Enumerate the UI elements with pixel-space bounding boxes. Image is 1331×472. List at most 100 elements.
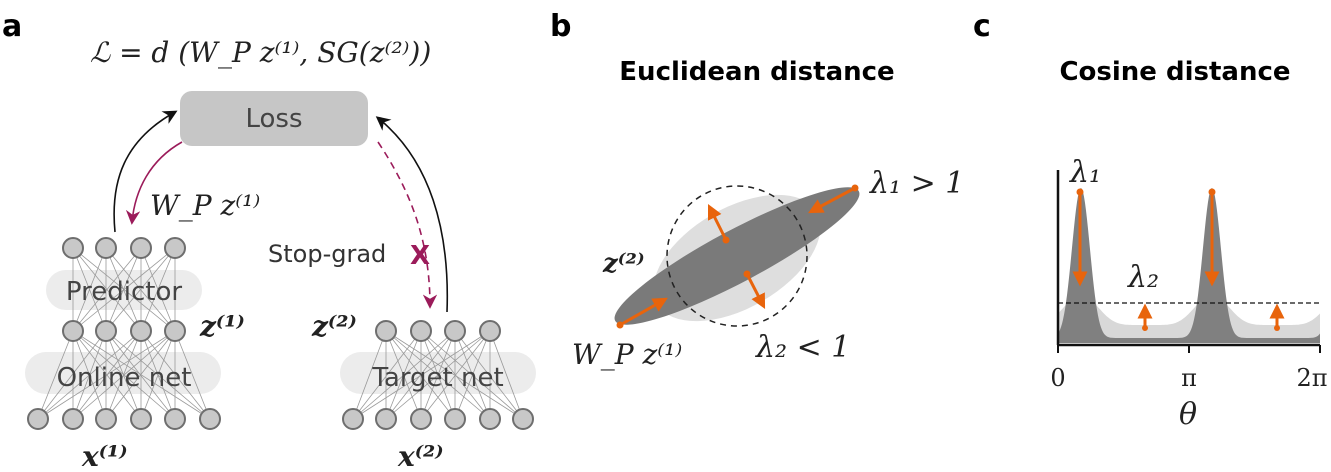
target-input-node [512,408,534,430]
online-embedding-node [62,320,84,342]
panel-b: b Euclidean distance λ₁ > 1 λ₂ < 1 z⁽²⁾ … [550,9,964,371]
network-connection [454,330,524,420]
target-embedding-node [479,320,501,342]
target-network: Target net [340,320,536,430]
trough1-point [1142,325,1148,331]
loss-box [180,91,368,146]
target-net-band [340,352,536,394]
network-connection [72,330,211,420]
x-axis-label: θ [1179,397,1197,432]
panel-c-letter: c [973,9,991,44]
lambda2-arrow-right [745,273,766,309]
lambda1-arrow-bottom [619,297,668,327]
online-input-node [95,408,117,430]
peak2-point [1208,188,1216,196]
lambda1-arrow-top [808,186,856,214]
network-connection [352,330,456,420]
x-tick-label-pi: π [1181,364,1197,392]
network-connection [385,330,456,420]
target-input-node [375,408,397,430]
x1-label: x⁽¹⁾ [81,440,128,472]
lambda1-label-c: λ₁ [1069,155,1101,190]
loss-box-label: Loss [245,104,302,134]
network-connection [105,247,176,332]
online-embedding-node [164,320,186,342]
target-input-node [342,408,364,430]
x2-label: x⁽²⁾ [397,440,444,472]
lambda2-point-left [722,236,730,244]
lambda2-point-right [743,270,751,278]
online-net-label: Online net [57,363,192,393]
network-connection [105,330,176,420]
network-connection [385,330,491,420]
dark-area [1058,188,1320,343]
stopped-gradient-arrow [377,141,438,309]
lambda1-point-top [851,184,859,192]
network-connection [140,330,176,420]
panel-c-title: Cosine distance [1059,57,1290,87]
peak1-point [1076,188,1084,196]
network-connection [37,330,142,420]
network-connection [37,330,74,420]
online-input-node [62,408,84,430]
network-connection [420,330,491,420]
z2-label: z⁽²⁾ [311,310,357,343]
target-embedding-node [375,320,397,342]
panel-c: c Cosine distance 0 π 2π θ λ₁ λ₂ [973,9,1328,432]
target-connections [352,330,524,420]
network-connection [72,330,176,420]
light-area [1058,295,1320,343]
trough2-point [1274,325,1280,331]
unit-circle [666,185,808,327]
network-connection [140,247,176,332]
lambda2-label: λ₂ < 1 [755,330,850,365]
network-connection [489,330,524,420]
online-network: Predictor Online net [25,237,221,430]
predictor-output-node [164,237,186,259]
z1-label: z⁽¹⁾ [199,310,245,343]
panel-b-title: Euclidean distance [619,57,894,87]
stop-grad-label: Stop-grad [268,240,386,268]
target-to-loss-arrow [375,116,449,313]
panel-a-letter: a [2,9,22,44]
stop-grad-mark: X [410,241,430,271]
panel-a: a ℒ = d (W_P z⁽¹⁾, SG(z⁽²⁾)) Loss W_P z⁽… [2,9,536,472]
online-nodes [27,237,221,430]
online-connections [37,247,211,420]
online-input-node [27,408,49,430]
x-tick-label-2pi: 2π [1296,364,1327,392]
target-embedding-node [410,320,432,342]
predictor-label: Predictor [66,277,182,307]
x-tick-label-0: 0 [1050,364,1065,392]
online-input-node [130,408,152,430]
panel-b-letter: b [550,9,571,44]
dark-ellipse [614,187,860,325]
wpz1-label: W_P z⁽¹⁾ [572,338,682,371]
prediction-label: W_P z⁽¹⁾ [150,189,260,222]
lambda2-arrow-left [707,203,728,241]
network-connection [37,330,107,420]
target-input-node [479,408,501,430]
online-input-node [164,408,186,430]
online-to-loss-arrow [113,110,178,233]
lambda1-point-bottom [616,321,624,329]
target-input-node [444,408,466,430]
gradient-to-predictor-arrow [125,141,183,225]
online-embedding-node [130,320,152,342]
network-connection [385,330,524,420]
network-connection [174,330,211,420]
lambda2-label-c: λ₂ [1127,260,1159,295]
network-connection [352,330,387,420]
network-connection [352,330,422,420]
network-connection [454,330,491,420]
online-input-node [199,408,221,430]
target-net-label: Target net [371,363,503,393]
target-embedding-node [444,320,466,342]
predictor-output-node [62,237,84,259]
network-connection [72,247,176,332]
network-connection [72,247,107,332]
predictor-output-node [130,237,152,259]
network-connection [72,247,142,332]
lambda1-label: λ₁ > 1 [869,166,964,201]
